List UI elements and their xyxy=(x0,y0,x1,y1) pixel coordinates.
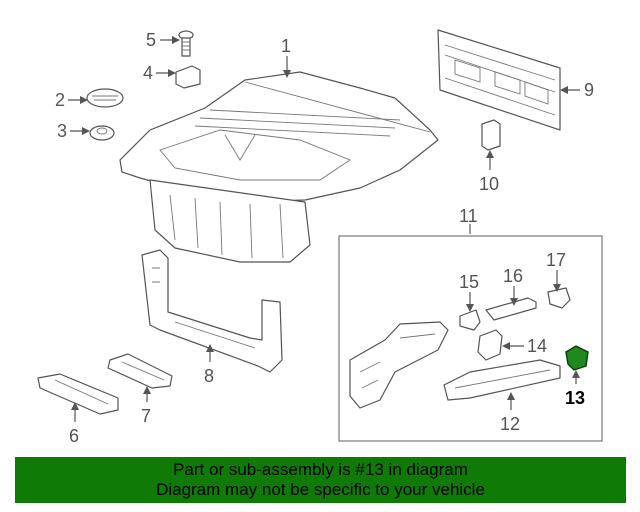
wheelhouse-inner[interactable] xyxy=(349,321,449,409)
callout-8: 8 xyxy=(204,366,214,386)
rail-part-6[interactable] xyxy=(37,373,119,415)
callout-12: 12 xyxy=(500,414,520,434)
callout-11: 11 xyxy=(459,206,478,226)
leader-lines xyxy=(68,36,580,422)
floor-pan-part-1[interactable] xyxy=(119,71,439,263)
bracket-part-17[interactable] xyxy=(547,287,571,309)
parts-diagram: 1 2 3 4 5 6 7 8 9 10 11 12 13 14 15 16 1… xyxy=(37,29,603,446)
callout-1: 1 xyxy=(281,36,291,56)
banner-line-1: Part or sub-assembly is #13 in diagram xyxy=(173,460,468,479)
grommet-part-3[interactable] xyxy=(89,125,115,141)
assembly-box-part-11 xyxy=(338,235,603,442)
rear-panel-part-9[interactable] xyxy=(437,29,561,131)
callout-10: 10 xyxy=(479,174,499,194)
bracket-part-13[interactable] xyxy=(565,345,589,371)
callout-2: 2 xyxy=(55,90,65,110)
bracket-part-14[interactable] xyxy=(477,329,503,361)
callout-3: 3 xyxy=(57,121,67,141)
callout-15: 15 xyxy=(459,272,479,292)
callout-7: 7 xyxy=(141,406,151,426)
bracket-part-15[interactable] xyxy=(459,309,481,331)
reinforcement-part-16[interactable] xyxy=(485,297,537,321)
clip-part-4[interactable] xyxy=(175,65,201,89)
bracket-part-10[interactable] xyxy=(481,119,501,151)
info-banner: Part or sub-assembly is #13 in diagram D… xyxy=(15,457,626,503)
bolt-part-5[interactable] xyxy=(178,30,194,57)
side-rail-part-12[interactable] xyxy=(443,359,561,401)
callout-16: 16 xyxy=(503,266,523,286)
callout-6: 6 xyxy=(69,426,79,446)
callout-9: 9 xyxy=(584,80,594,100)
rail-part-7[interactable] xyxy=(107,353,173,389)
callout-5: 5 xyxy=(146,30,156,50)
callout-4: 4 xyxy=(143,63,153,83)
banner-line-2: Diagram may not be specific to your vehi… xyxy=(156,480,485,499)
crossmember-part-8[interactable] xyxy=(141,249,283,373)
callout-17: 17 xyxy=(546,250,566,270)
callout-13: 13 xyxy=(565,388,585,408)
callout-14: 14 xyxy=(527,336,547,356)
cap-part-2[interactable] xyxy=(86,88,124,108)
